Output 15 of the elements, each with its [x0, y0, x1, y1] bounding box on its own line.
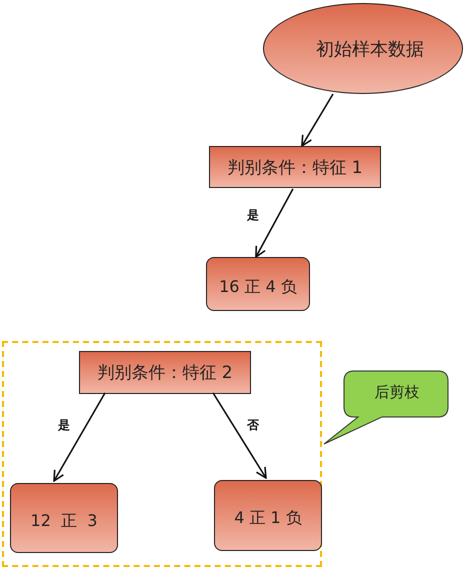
- edge-label: 是: [57, 418, 71, 432]
- start-ellipse: 初始样本数据: [263, 3, 463, 94]
- callout-bubble: 后剪枝: [322, 369, 450, 447]
- arrow: [255, 188, 294, 258]
- result-box: 12 正 3: [10, 483, 118, 553]
- result-box: 4 正 1 负: [214, 480, 322, 551]
- arrow: [301, 94, 334, 147]
- edge-label: 否: [246, 418, 260, 432]
- arrow: [212, 392, 267, 479]
- edge-label: 是: [246, 208, 260, 222]
- condition-box: 判别条件：特征 1: [209, 146, 381, 188]
- pruning-frame: [2, 341, 322, 567]
- condition-box: 判别条件：特征 2: [79, 351, 251, 394]
- result-box: 16 正 4 负: [206, 257, 310, 311]
- arrow: [53, 392, 106, 482]
